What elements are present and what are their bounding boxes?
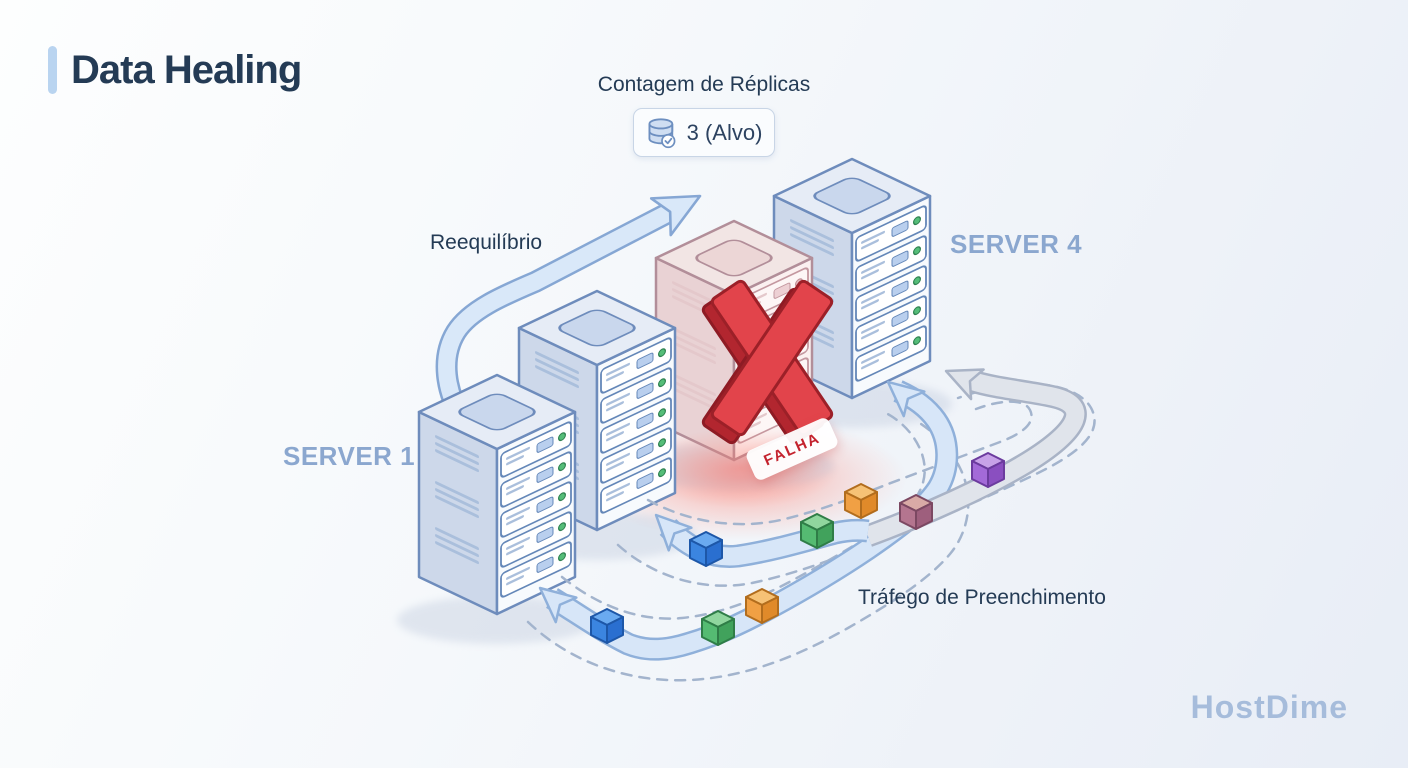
server-4-label: SERVER 4	[950, 229, 1083, 259]
data-cube-purple	[972, 453, 1004, 487]
data-cube-green-upper	[801, 514, 833, 548]
failure-x-icon	[701, 279, 834, 445]
server-1-label: SERVER 1	[283, 441, 416, 471]
data-cube-mauve	[900, 495, 932, 529]
data-cube-blue-lower	[591, 609, 623, 643]
database-check-icon	[648, 117, 676, 148]
title-block: Data Healing	[48, 46, 302, 94]
rebalance-arrow	[435, 176, 712, 429]
page-title: Data Healing	[71, 48, 302, 92]
upper-corridor-inner	[646, 400, 1033, 526]
lower-corridor-inner	[560, 410, 926, 620]
replica-count-label: Contagem de Réplicas	[597, 73, 811, 96]
data-cube-orange-lower	[746, 589, 778, 623]
data-cube-blue-upper	[690, 532, 722, 566]
backfill-band-gray	[864, 355, 1087, 547]
backfill-traffic-label: Tráfego de Preenchimento	[858, 586, 1106, 609]
data-cube-orange-upper	[845, 484, 877, 518]
title-accent-bar	[48, 46, 57, 94]
replica-count-badge: 3 (Alvo)	[633, 108, 775, 157]
backfill-band-lower	[528, 368, 959, 661]
replica-count-value: 3 (Alvo)	[686, 119, 763, 145]
data-cube-green-lower	[702, 611, 734, 645]
rebalance-label: Reequilíbrio	[430, 231, 543, 254]
brand-watermark: HostDime	[1190, 689, 1348, 725]
lower-corridor-outer	[526, 420, 970, 682]
